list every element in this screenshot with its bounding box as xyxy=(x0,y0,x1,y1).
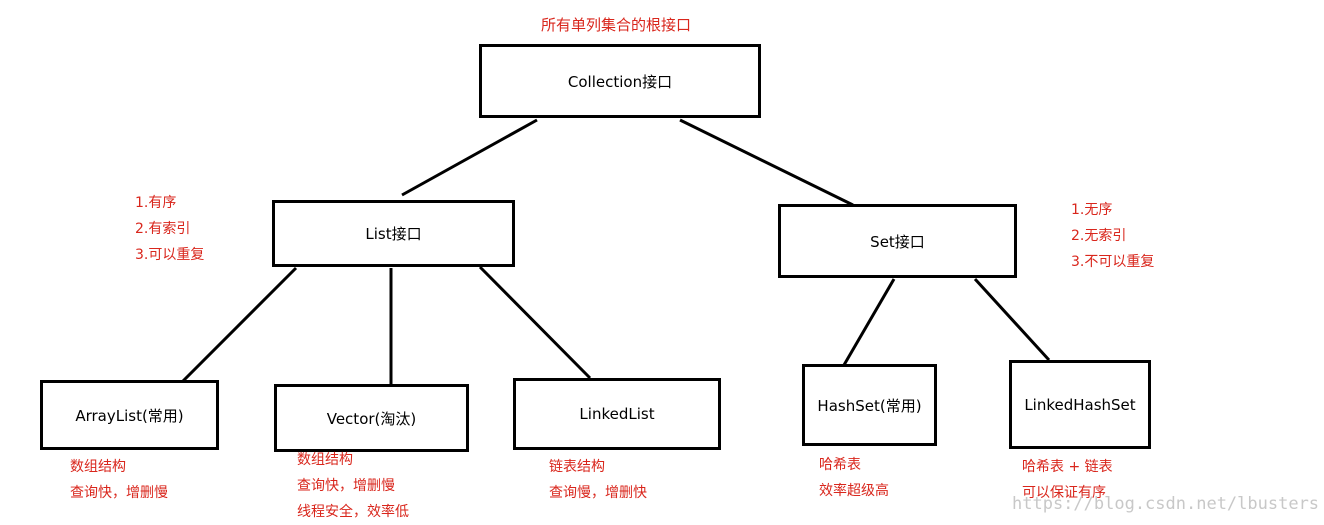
note-linkedlist: 链表结构 查询慢，增删快 xyxy=(549,454,647,506)
edge-collection-set xyxy=(679,118,854,207)
note-list-line: 2.有索引 xyxy=(135,221,191,237)
note-linkedhashset: 哈希表 + 链表 可以保证有序 xyxy=(1022,454,1113,506)
node-arraylist: ArrayList(常用) xyxy=(40,380,219,450)
note-linkedhashset-line: 可以保证有序 xyxy=(1022,485,1106,501)
node-set: Set接口 xyxy=(778,204,1017,278)
note-linkedhashset-line: 哈希表 + 链表 xyxy=(1022,459,1113,475)
note-linkedlist-line: 查询慢，增删快 xyxy=(549,485,647,501)
note-arraylist-line: 数组结构 xyxy=(70,459,126,475)
note-vector: 数组结构 查询快，增删慢 线程安全，效率低 xyxy=(297,447,409,525)
note-linkedlist-line: 链表结构 xyxy=(549,459,605,475)
edge-list-linkedlist xyxy=(478,265,592,380)
node-hashset: HashSet(常用) xyxy=(802,364,937,446)
edge-collection-list xyxy=(401,118,538,197)
note-hashset: 哈希表 效率超级高 xyxy=(819,452,889,504)
diagram-title: 所有单列集合的根接口 xyxy=(541,16,692,34)
note-set-line: 1.无序 xyxy=(1071,202,1113,218)
note-arraylist-line: 查询快，增删慢 xyxy=(70,485,168,501)
note-list-line: 3.可以重复 xyxy=(135,247,205,263)
note-vector-line: 查询快，增删慢 xyxy=(297,478,395,494)
note-hashset-line: 哈希表 xyxy=(819,457,861,473)
edge-list-arraylist xyxy=(181,266,298,383)
node-list: List接口 xyxy=(272,200,515,267)
note-vector-line: 线程安全，效率低 xyxy=(297,504,409,520)
node-linkedlist: LinkedList xyxy=(513,378,721,450)
note-list: 1.有序 2.有索引 3.可以重复 xyxy=(135,190,204,268)
note-set-line: 2.无索引 xyxy=(1071,228,1127,244)
edge-set-hashset xyxy=(842,278,896,366)
node-linkedhashset: LinkedHashSet xyxy=(1009,360,1151,449)
note-list-line: 1.有序 xyxy=(135,195,177,211)
note-hashset-line: 效率超级高 xyxy=(819,483,889,499)
note-set-line: 3.不可以重复 xyxy=(1071,254,1155,270)
edge-set-linkedhashset xyxy=(973,277,1051,362)
watermark: https://blog.csdn.net/lbusters xyxy=(1012,494,1320,514)
note-vector-line: 数组结构 xyxy=(297,452,353,468)
note-arraylist: 数组结构 查询快，增删慢 xyxy=(70,454,168,506)
node-vector: Vector(淘汰) xyxy=(274,384,469,452)
node-collection: Collection接口 xyxy=(479,44,761,118)
note-set: 1.无序 2.无索引 3.不可以重复 xyxy=(1071,197,1154,275)
